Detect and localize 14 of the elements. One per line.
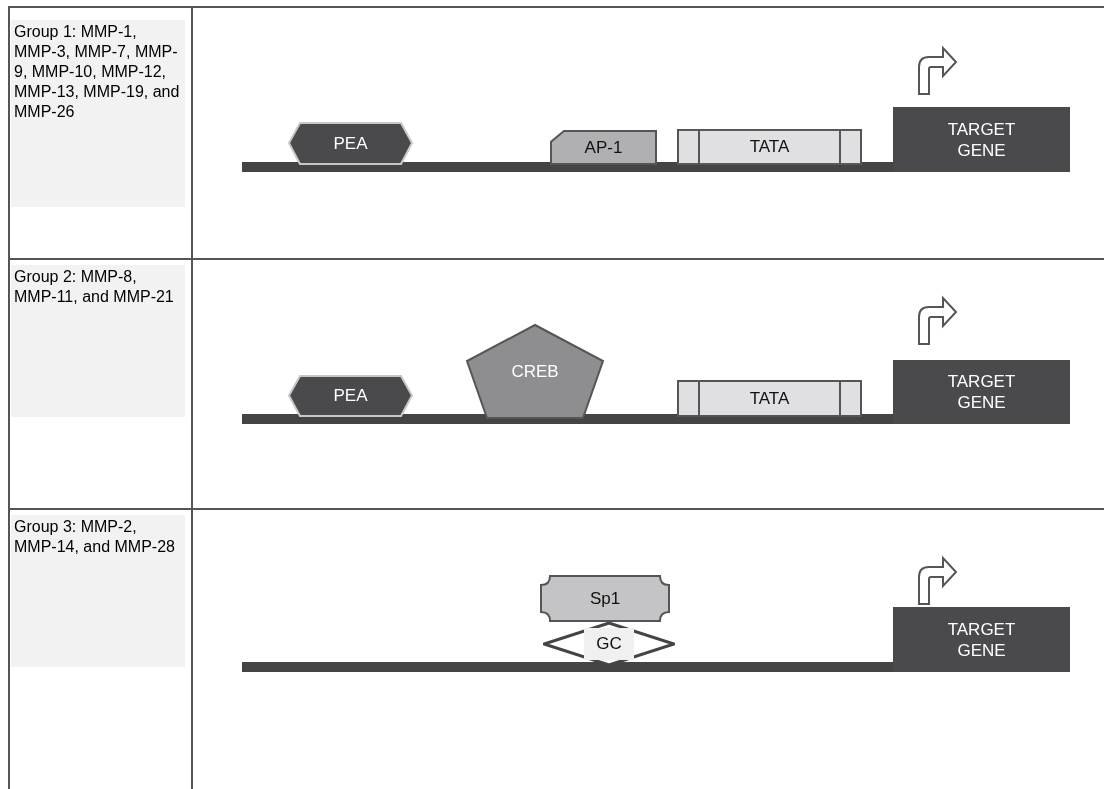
binding-factor-element: Sp1 (540, 575, 670, 622)
tata-box: TATA (677, 380, 862, 417)
hexagon-element: PEA (288, 375, 413, 417)
binding-site-element: AP-1 (550, 130, 657, 165)
target-gene-block: TARGET GENE (893, 607, 1070, 672)
gc-diamond: GC (543, 622, 675, 666)
group-label: Group 3: MMP-2, MMP-14, and MMP-28 (11, 515, 185, 667)
pentagon-element: CREB (465, 323, 605, 420)
target-gene-block: TARGET GENE (893, 107, 1070, 172)
target-gene-block: TARGET GENE (893, 360, 1070, 424)
hexagon-element: PEA (288, 122, 413, 165)
tata-box: TATA (677, 129, 862, 165)
group-label: Group 2: MMP-8, MMP-11, and MMP-21 (11, 265, 185, 417)
group-label: Group 1: MMP-1, MMP-3, MMP-7, MMP-9, MMP-10, MMP-12, MMP-13, MMP-19, and MMP-26 (11, 20, 185, 207)
